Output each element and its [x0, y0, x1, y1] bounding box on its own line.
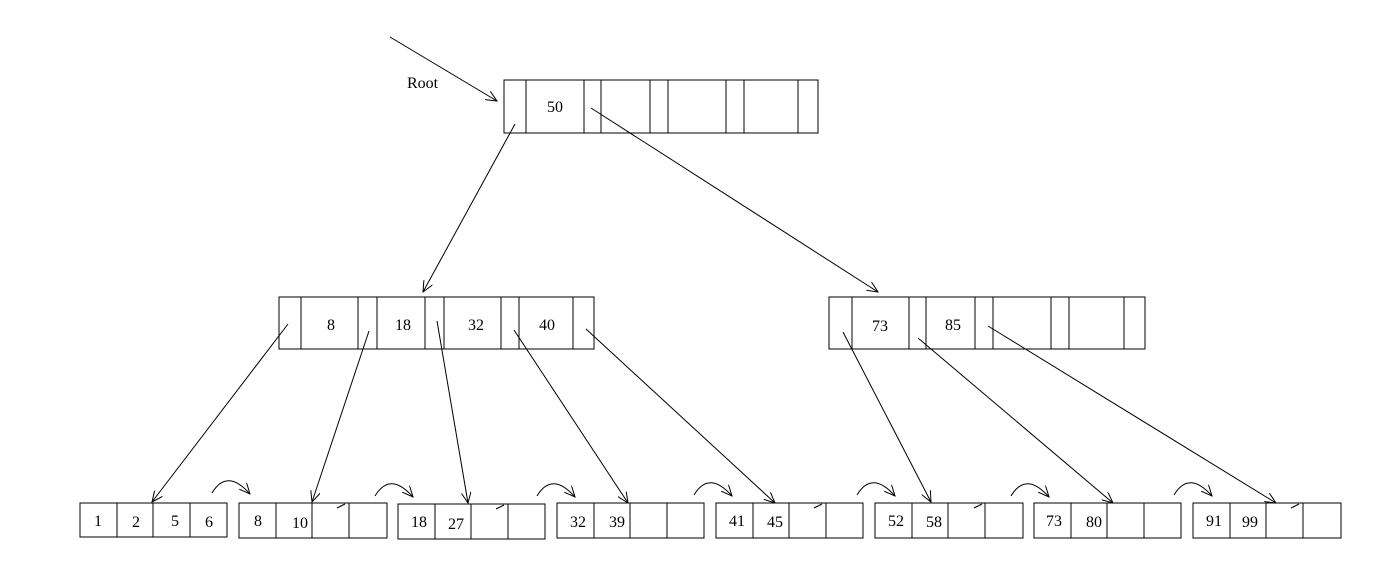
leaf-key: 39 [609, 514, 625, 531]
leaf-key: 8 [254, 513, 262, 530]
leaf-key: 2 [132, 514, 140, 531]
sibling-link-arrow [536, 483, 575, 497]
leaf-key: 1 [94, 513, 102, 530]
leaf-key: 80 [1086, 514, 1102, 531]
pointer-arrow [312, 330, 370, 502]
leaf-key: 32 [570, 514, 586, 531]
leaf-key: 45 [767, 514, 783, 531]
leaf-key: 52 [888, 513, 904, 530]
sibling-link-arrow [693, 482, 732, 496]
leaf-key: 91 [1206, 513, 1222, 530]
leaf-key: 41 [729, 513, 745, 530]
leaf-node: 52 58 [874, 502, 1024, 539]
leaf-node: 91 99 [1192, 502, 1342, 539]
internal-key: 40 [539, 317, 555, 334]
leaf-node: 41 45 [715, 502, 864, 539]
leaf-key: 73 [1046, 513, 1062, 530]
leaf-key: 5 [171, 513, 179, 530]
pointer-arrow [152, 323, 289, 502]
pointer-arrow [513, 329, 628, 503]
pointer-arrow [436, 320, 468, 503]
pointer-arrow [917, 337, 1113, 503]
leaf-key: 6 [205, 514, 213, 531]
pointer-arrow [987, 325, 1276, 503]
pointer-arrow [423, 123, 516, 292]
root-label: Root [407, 75, 439, 92]
leaf-node: 8 10 [238, 502, 388, 539]
root-node: 50 [503, 79, 819, 134]
leaf-key: 58 [926, 514, 942, 531]
leaf-node: 73 80 [1033, 502, 1182, 539]
internal-node: 73 85 [828, 296, 1146, 350]
sibling-link-arrow [211, 480, 250, 494]
sibling-link-arrow [374, 483, 413, 497]
internal-key: 18 [395, 317, 411, 334]
sibling-link-arrow [1173, 482, 1212, 496]
leaf-key: 99 [1242, 514, 1258, 531]
leaf-node: 32 39 [556, 502, 705, 539]
leaf-key: 27 [448, 516, 464, 533]
root-pointer-arrow [389, 36, 497, 101]
pointer-arrow [842, 331, 931, 502]
leaf-node: 18 27 [397, 503, 546, 540]
root-key: 50 [547, 99, 563, 116]
leaf-node: 1 2 5 6 [79, 502, 228, 538]
pointer-arrow [585, 328, 775, 503]
internal-node: 8 18 32 40 [278, 296, 595, 350]
leaf-key: 10 [292, 515, 308, 532]
sibling-link-arrow [1010, 483, 1049, 497]
internal-key: 32 [468, 317, 484, 334]
pointer-arrow [590, 107, 878, 292]
leaf-key: 18 [411, 514, 427, 531]
internal-key: 8 [327, 317, 335, 334]
internal-key: 73 [872, 318, 888, 335]
internal-key: 85 [945, 317, 961, 334]
sibling-link-arrow [856, 482, 895, 496]
